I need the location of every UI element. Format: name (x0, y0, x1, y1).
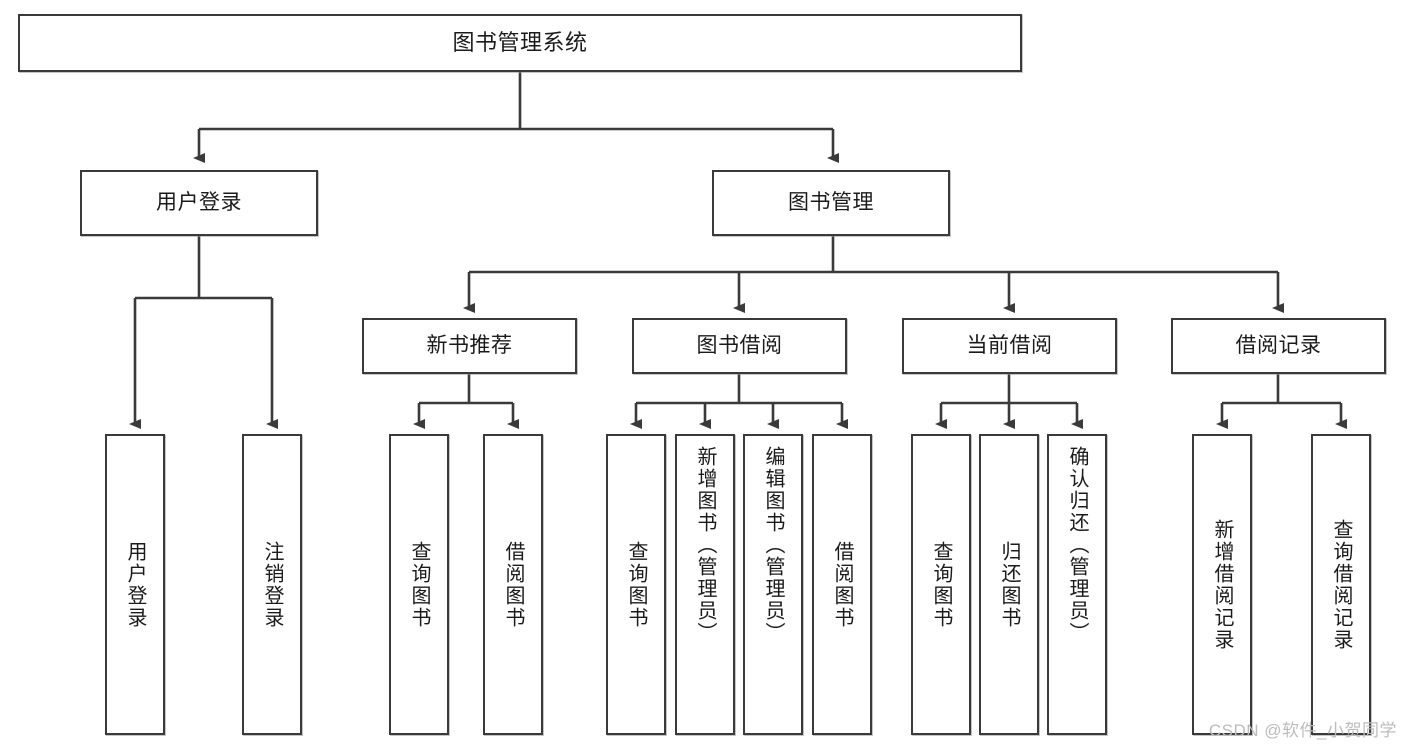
leaf-book-borrow-query[interactable]: 查询图书 (606, 434, 666, 735)
leaf-new-book-query[interactable]: 查询图书 (389, 434, 449, 735)
node-root[interactable]: 图书管理系统 (18, 14, 1022, 72)
node-book-borrow-label: 图书借阅 (696, 333, 783, 357)
leaf-book-borrow-borrow[interactable]: 借阅图书 (812, 434, 872, 735)
leaf-current-borrow-query-label: 查询图书 (930, 540, 952, 629)
leaf-current-borrow-confirm-label: 确认归还（管理员） (1066, 446, 1088, 644)
leaf-user-login-login-label: 用户登录 (124, 540, 146, 629)
leaf-user-login-logout[interactable]: 注销登录 (242, 434, 302, 735)
node-root-label: 图书管理系统 (452, 30, 588, 56)
leaf-new-book-borrow-label: 借阅图书 (502, 540, 524, 629)
leaf-book-borrow-add[interactable]: 新增图书（管理员） (675, 434, 735, 735)
leaf-current-borrow-return[interactable]: 归还图书 (979, 434, 1039, 735)
leaf-current-borrow-return-label: 归还图书 (998, 540, 1020, 629)
leaf-new-book-query-label: 查询图书 (408, 540, 430, 629)
leaf-borrow-record-add[interactable]: 新增借阅记录 (1192, 434, 1252, 735)
leaf-current-borrow-query[interactable]: 查询图书 (911, 434, 971, 735)
leaf-user-login-login[interactable]: 用户登录 (105, 434, 165, 735)
node-book-management-label: 图书管理 (788, 190, 874, 214)
leaf-user-login-logout-label: 注销登录 (261, 540, 283, 629)
watermark: CSDN @软件_小贺同学 (1208, 721, 1397, 740)
leaf-borrow-record-query[interactable]: 查询借阅记录 (1311, 434, 1371, 735)
node-current-borrow-label: 当前借阅 (966, 333, 1053, 357)
node-borrow-record[interactable]: 借阅记录 (1171, 318, 1386, 374)
leaf-new-book-borrow[interactable]: 借阅图书 (483, 434, 543, 735)
node-new-book-recommend[interactable]: 新书推荐 (362, 318, 577, 374)
node-book-borrow[interactable]: 图书借阅 (632, 318, 847, 374)
leaf-borrow-record-add-label: 新增借阅记录 (1211, 518, 1233, 651)
node-user-login-label: 用户登录 (156, 190, 242, 214)
leaf-book-borrow-add-label: 新增图书（管理员） (694, 446, 716, 644)
leaf-book-borrow-edit-label: 编辑图书（管理员） (762, 446, 784, 644)
node-user-login[interactable]: 用户登录 (80, 170, 318, 236)
leaf-book-borrow-edit[interactable]: 编辑图书（管理员） (743, 434, 803, 735)
node-book-management[interactable]: 图书管理 (712, 170, 950, 236)
node-current-borrow[interactable]: 当前借阅 (902, 318, 1117, 374)
leaf-book-borrow-borrow-label: 借阅图书 (831, 540, 853, 629)
leaf-current-borrow-confirm[interactable]: 确认归还（管理员） (1047, 434, 1107, 735)
node-borrow-record-label: 借阅记录 (1235, 333, 1322, 357)
node-new-book-recommend-label: 新书推荐 (426, 333, 513, 357)
leaf-borrow-record-query-label: 查询借阅记录 (1330, 518, 1352, 651)
leaf-book-borrow-query-label: 查询图书 (625, 540, 647, 629)
